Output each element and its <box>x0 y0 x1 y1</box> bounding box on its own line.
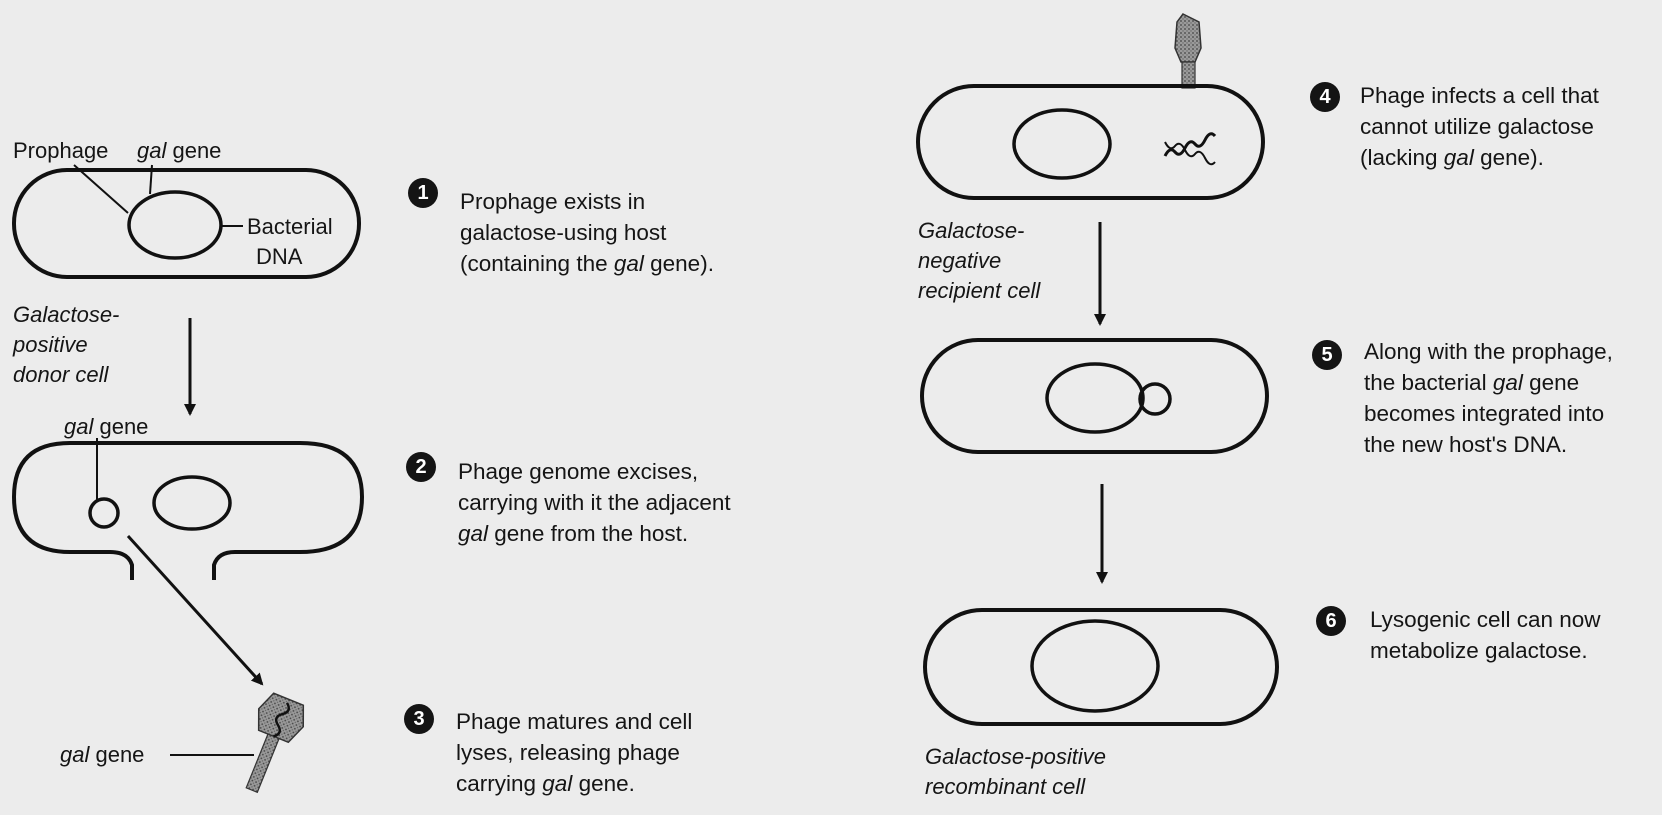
recombinant-label-2: recombinant cell <box>925 772 1085 802</box>
recipient-cell <box>918 86 1263 198</box>
step-4-badge: 4 <box>1310 82 1340 112</box>
step-6-text: Lysogenic cell can now metabolize galact… <box>1370 604 1601 666</box>
excised-cell-dna <box>154 477 230 529</box>
gal-gene-label-3: gal gene <box>60 740 144 770</box>
step-1-text: Prophage exists in galactose-using host … <box>460 186 714 279</box>
integration-cell <box>922 340 1267 452</box>
step-3-badge: 3 <box>404 704 434 734</box>
recipient-label-2: negative <box>918 246 1001 276</box>
prophage-label: Prophage <box>13 136 108 166</box>
arrow-2-to-3 <box>128 536 262 684</box>
integration-dna <box>1047 364 1143 432</box>
step-3-text: Phage matures and cell lyses, releasing … <box>456 706 692 799</box>
step-2-badge: 2 <box>406 452 436 482</box>
lysing-cell <box>14 443 362 580</box>
bacterial-label: Bacterial <box>247 212 333 242</box>
donor-cell-label-3: donor cell <box>13 360 108 390</box>
donor-cell-label-2: positive <box>13 330 88 360</box>
step-6-badge: 6 <box>1316 606 1346 636</box>
recombinant-cell <box>925 610 1277 724</box>
step-2-text: Phage genome excises, carrying with it t… <box>458 456 731 549</box>
recipient-dna <box>1014 110 1110 178</box>
step-5-text: Along with the prophage, the bacterial g… <box>1364 336 1613 460</box>
excised-gal-gene <box>90 499 118 527</box>
gal-gene-label-1: gal gene <box>137 136 221 166</box>
recombinant-label-1: Galactose-positive <box>925 742 1106 772</box>
donor-bacterial-dna <box>129 192 221 258</box>
released-phage <box>230 690 311 799</box>
donor-cell-label-1: Galactose- <box>13 300 119 330</box>
step-5-badge: 5 <box>1312 340 1342 370</box>
injected-phage-dna <box>1165 134 1215 156</box>
gal-gene-label-2: gal gene <box>64 412 148 442</box>
recombinant-dna <box>1032 621 1158 711</box>
recipient-label-1: Galactose- <box>918 216 1024 246</box>
step-1-badge: 1 <box>408 178 438 208</box>
infecting-phage <box>1175 14 1201 88</box>
dna-label: DNA <box>256 242 302 272</box>
recipient-label-3: recipient cell <box>918 276 1040 306</box>
prophage-pointer <box>74 165 128 213</box>
step-4-text: Phage infects a cell that cannot utilize… <box>1360 80 1599 173</box>
